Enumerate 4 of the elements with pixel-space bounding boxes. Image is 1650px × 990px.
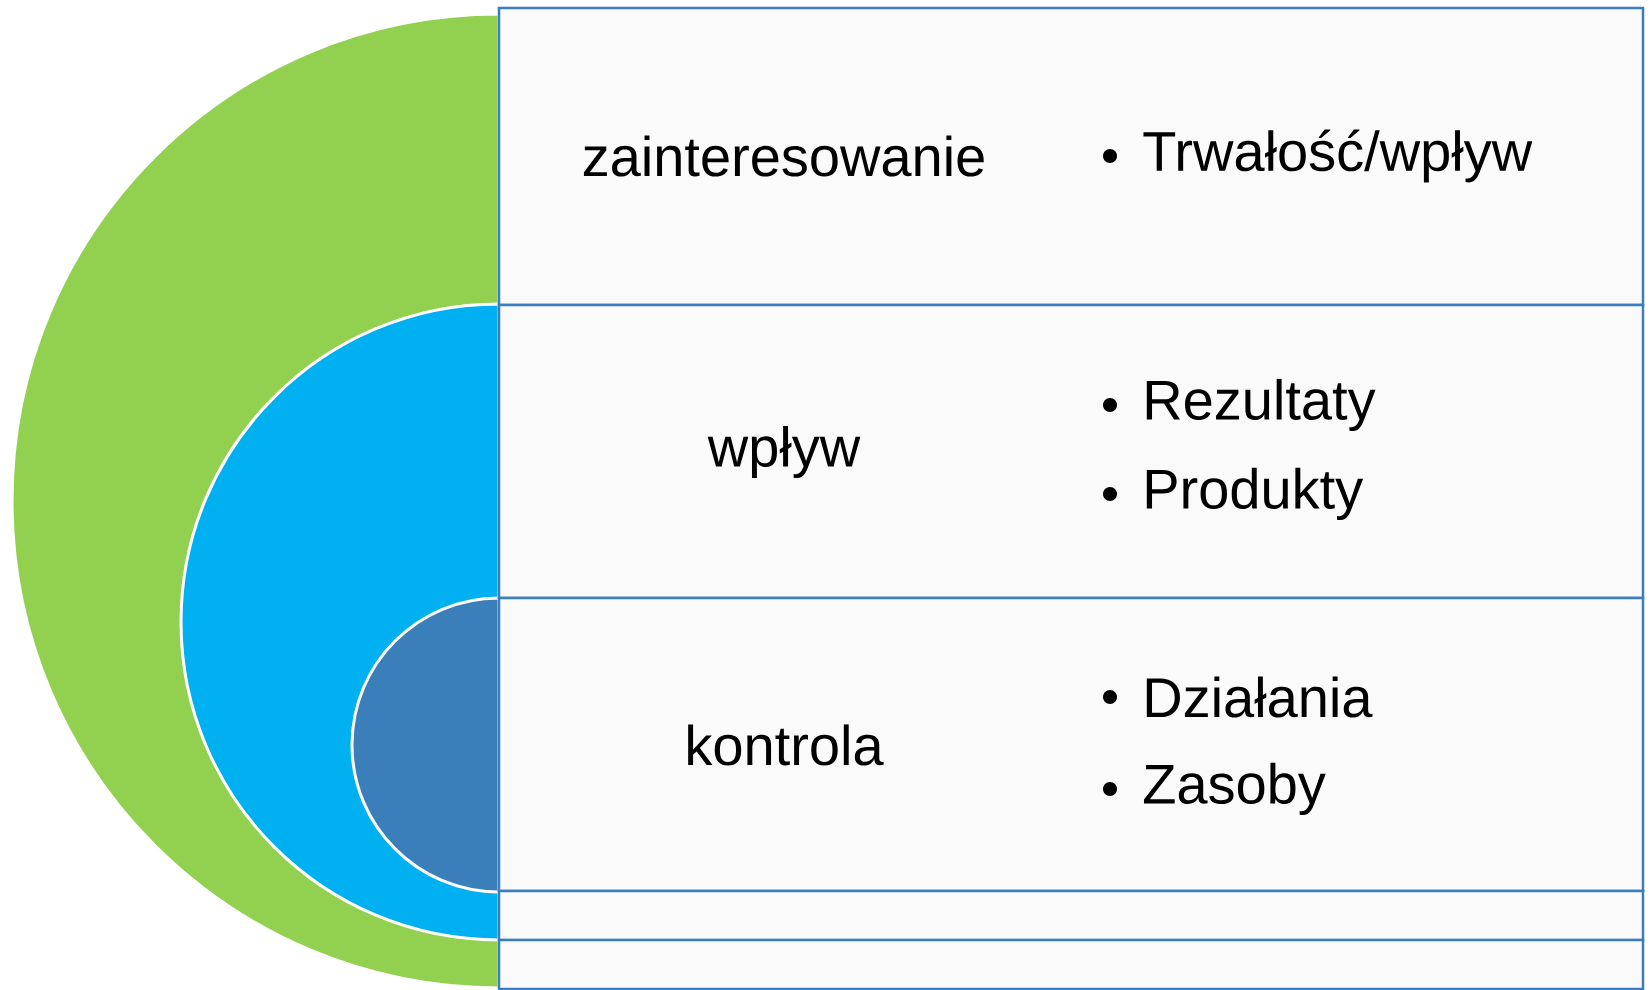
row-box: wpływ Rezultaty Produkty: [497, 303, 1645, 600]
empty-row-box: [497, 889, 1645, 942]
empty-row-box: [497, 938, 1645, 990]
row-box: zainteresowanie Trwałość/wpływ: [497, 6, 1645, 307]
